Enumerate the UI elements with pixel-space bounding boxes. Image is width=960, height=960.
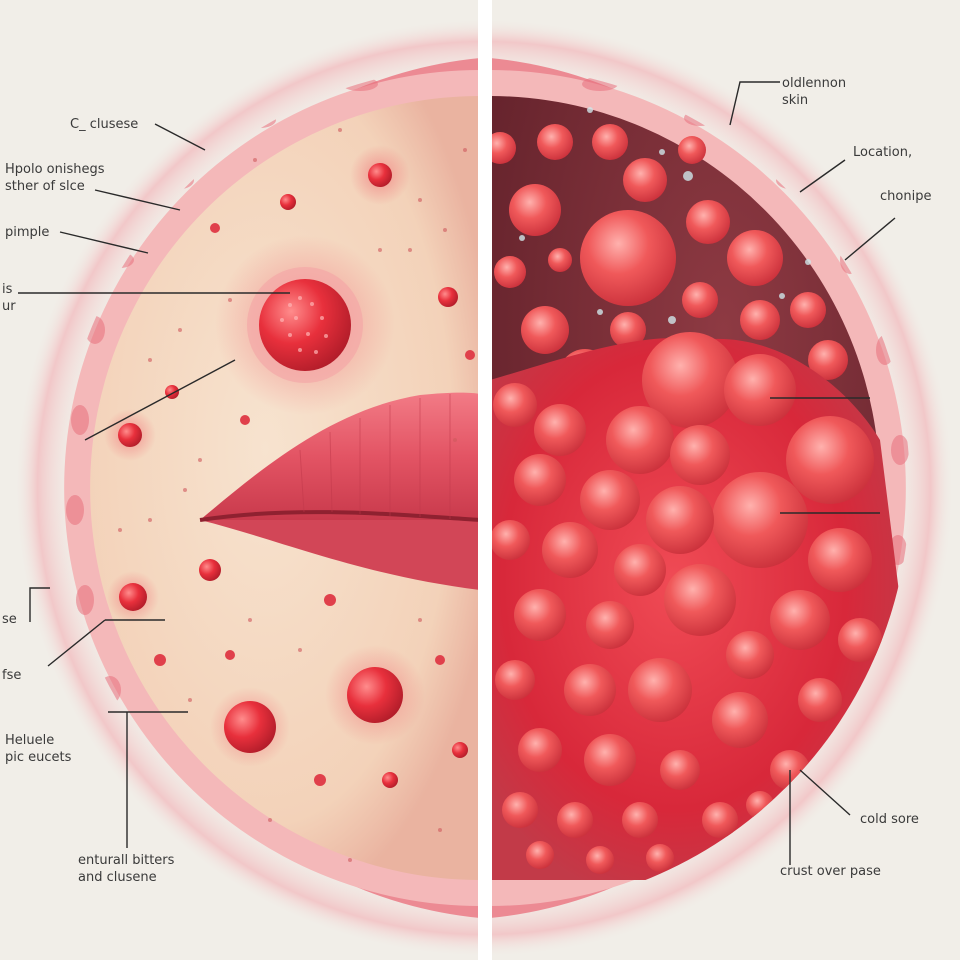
label-chonipe: chonipe — [880, 189, 932, 204]
label-fse-fragment: fse — [2, 668, 22, 683]
label-se-fragment: se — [2, 612, 17, 627]
label-oldlennon-line1: oldlennon — [782, 76, 847, 91]
label-entural-line2: and clusene — [78, 870, 157, 885]
label-crust-over: crust over pase — [780, 864, 881, 879]
center-divider — [478, 0, 492, 960]
label-heluele-line2: pic eucets — [5, 750, 72, 765]
label-pimple: pimple — [5, 225, 50, 240]
label-is-fragment: is — [2, 282, 13, 297]
label-hpolo-line2: sther of slce — [5, 179, 85, 194]
label-hpolo-line1: Hpolo onishegs — [5, 162, 105, 177]
right-cross-section-panel — [490, 58, 909, 918]
label-heluele-line1: Heluele — [5, 733, 55, 748]
label-oldlennon-line2: skin — [782, 93, 809, 108]
label-entural-line1: enturall bitters — [78, 853, 175, 868]
label-location: Location, — [853, 145, 913, 160]
label-cold-sore: cold sore — [860, 812, 919, 827]
label-c-clusese: C_ clusese — [70, 117, 139, 132]
leader-lines — [18, 81, 896, 865]
left-skin-panel — [64, 58, 481, 918]
label-ur-fragment: ur — [2, 299, 16, 314]
